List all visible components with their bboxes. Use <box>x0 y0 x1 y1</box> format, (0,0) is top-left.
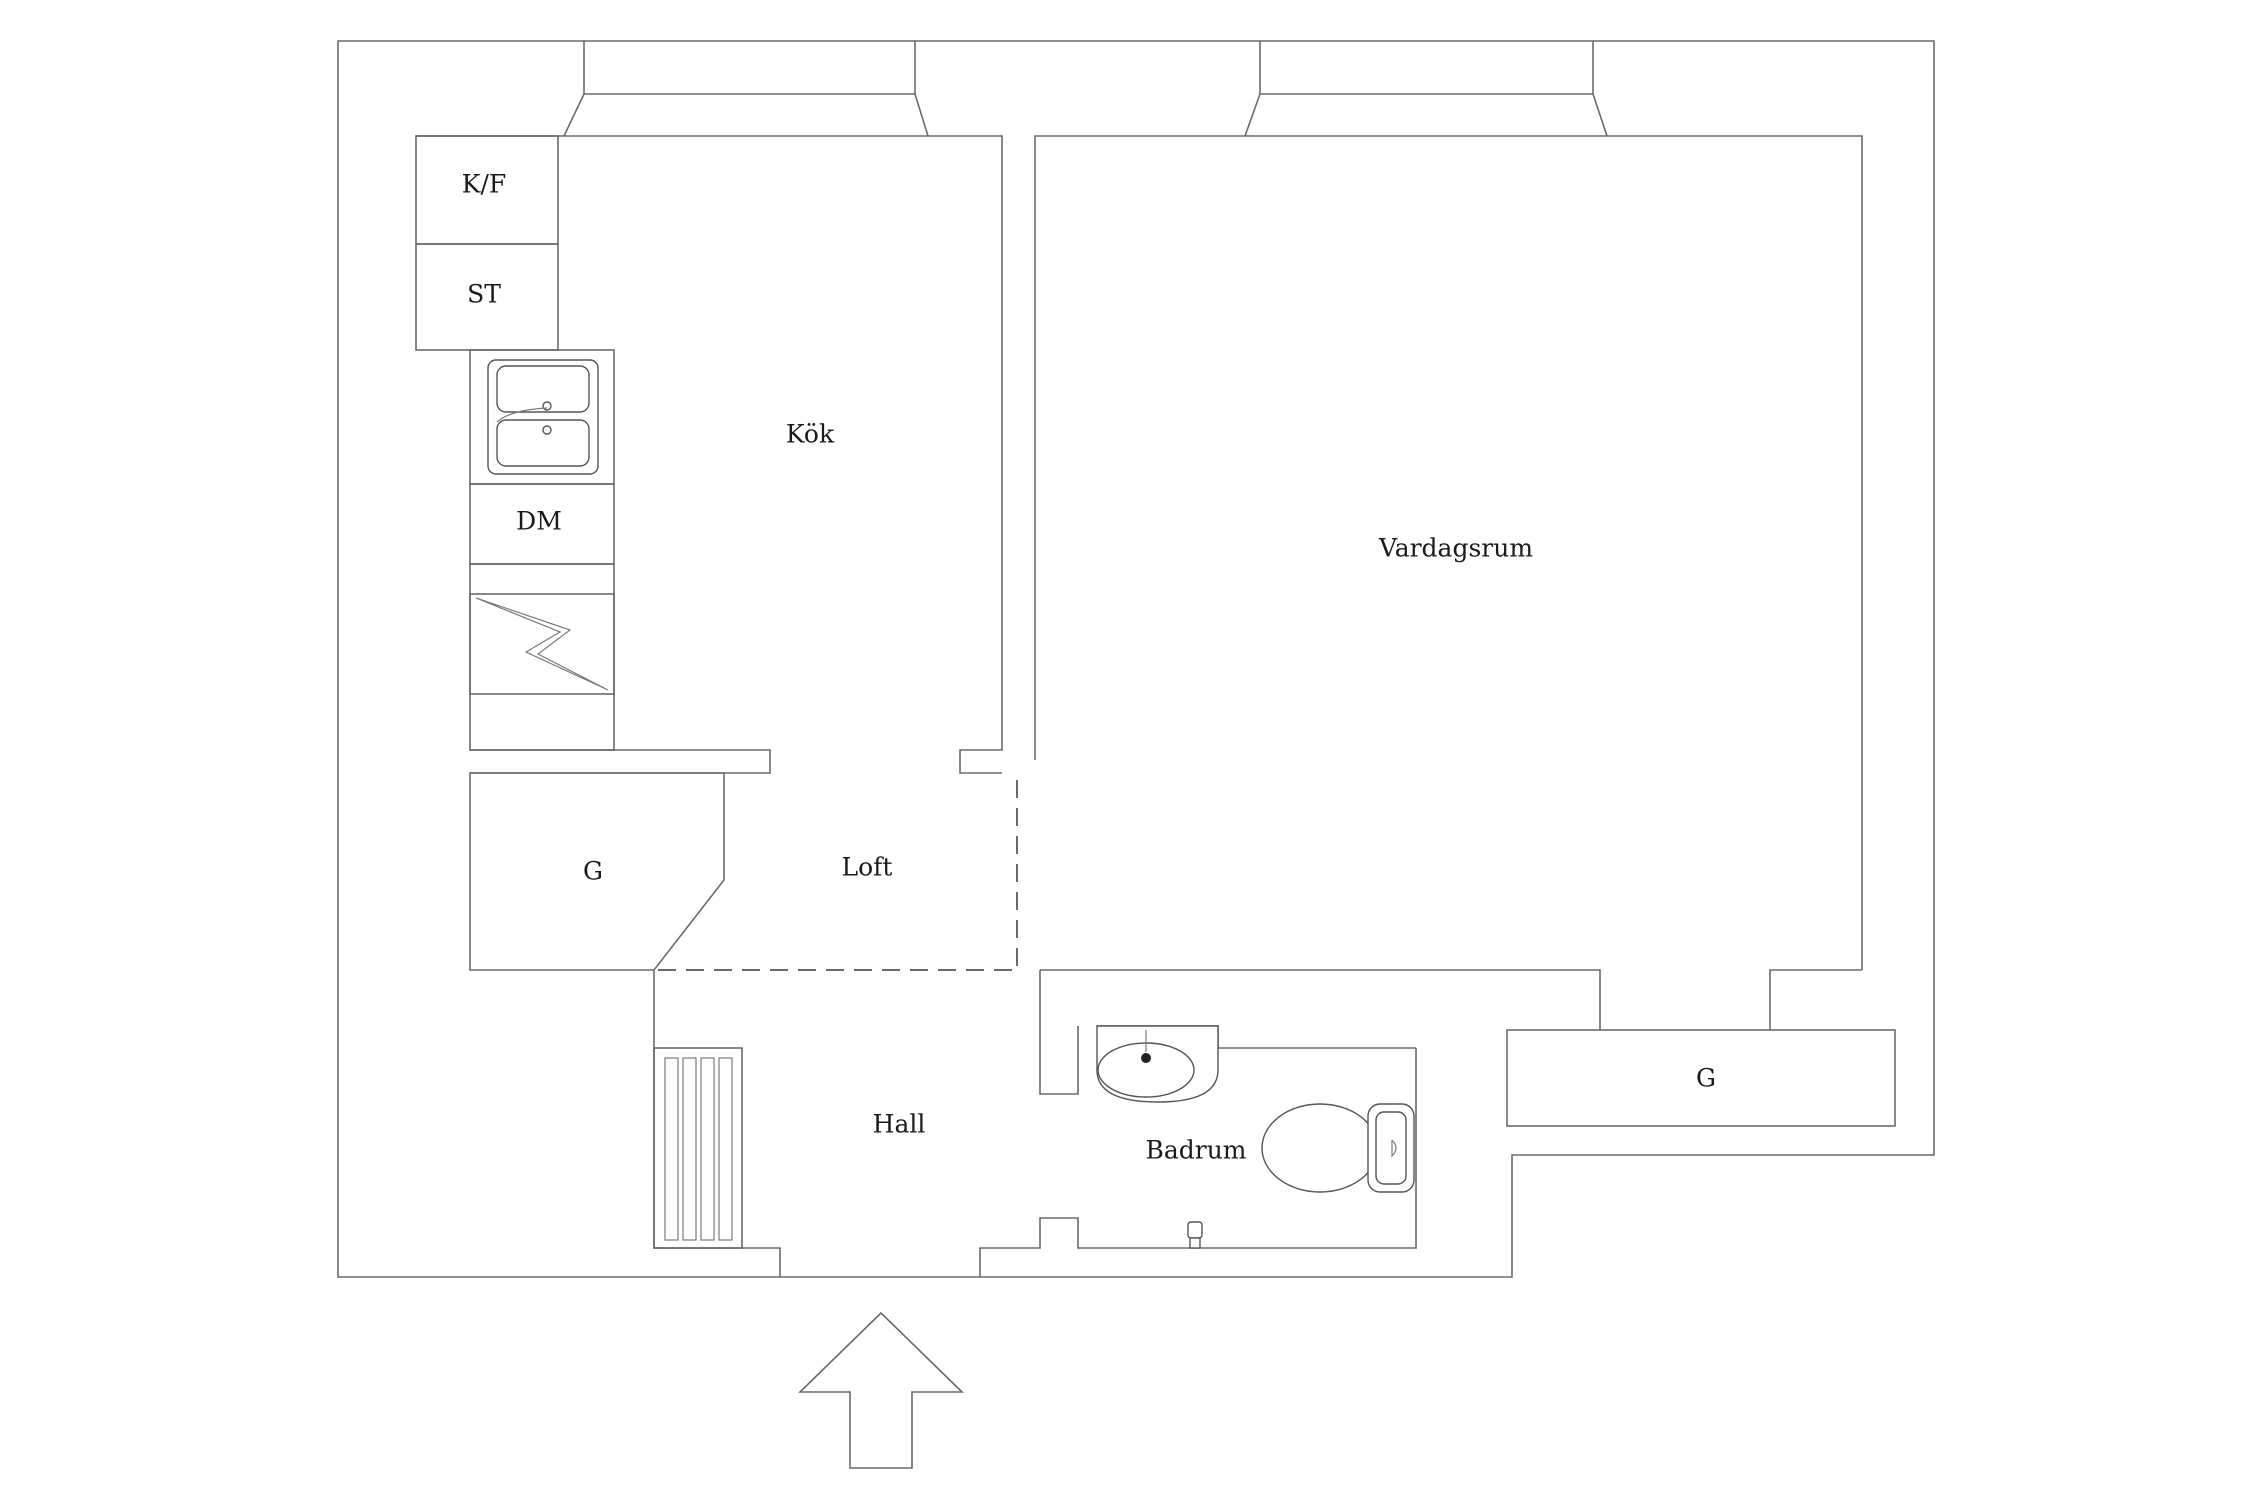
closet-left-wall <box>469 772 725 971</box>
room-label-loft: Loft <box>842 853 893 882</box>
kitchen-wall <box>416 135 1003 774</box>
kitchen-sink-icon <box>487 359 599 475</box>
room-label-hall: Hall <box>873 1110 926 1139</box>
room-label-badrum: Badrum <box>1145 1136 1246 1165</box>
window-left <box>563 41 929 137</box>
room-label-kf: K/F <box>462 170 506 199</box>
entrance-arrow-icon <box>798 1311 964 1469</box>
room-label-st: ST <box>467 280 501 309</box>
living-room-bottom-right-wall <box>1769 969 1862 1030</box>
room-label-g-right: G <box>1696 1064 1716 1093</box>
room-label-dm: DM <box>516 507 562 536</box>
living-room-bottom-wall <box>1040 969 1601 1030</box>
floor-drain-icon <box>1187 1221 1203 1249</box>
closet-right-wall <box>1506 1029 1896 1127</box>
toilet-icon <box>1261 1103 1415 1193</box>
window-right <box>1244 41 1608 137</box>
kitchen-counter-top <box>470 749 771 774</box>
radiator-icon <box>653 1047 743 1249</box>
room-label-vardagsrum: Vardagsrum <box>1378 534 1533 563</box>
oven-box <box>469 593 615 695</box>
electric-symbol-icon <box>475 597 609 691</box>
outer-wall <box>337 40 1935 1278</box>
appliance-box <box>469 563 615 751</box>
wash-basin-icon <box>1096 1025 1219 1103</box>
room-label-g-left: G <box>583 857 603 886</box>
living-room-wall <box>1034 135 1863 970</box>
room-label-kok: Kök <box>786 420 835 449</box>
hall-bathroom-divider <box>1039 970 1079 1095</box>
